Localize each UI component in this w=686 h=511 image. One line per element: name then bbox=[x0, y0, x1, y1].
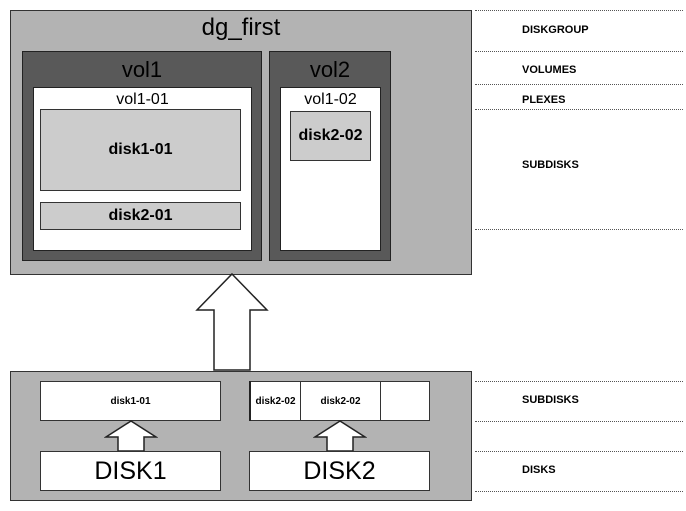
small-up-arrow-icon bbox=[104, 420, 158, 452]
physical-subdisk-disk2-02-a: disk2-02 bbox=[249, 381, 301, 421]
physical-subdisk-disk1-01: disk1-01 bbox=[40, 381, 221, 421]
layer-label-subdisks: SUBDISKS bbox=[522, 159, 579, 171]
diskgroup-title: dg_first bbox=[201, 14, 281, 41]
subdisk-disk2-02: disk2-02 bbox=[290, 111, 371, 161]
separator-line bbox=[475, 229, 683, 230]
volume-vol1-title: vol1 bbox=[121, 57, 163, 82]
disk-disk1: DISK1 bbox=[40, 451, 221, 491]
separator-line bbox=[475, 451, 683, 452]
big-up-arrow-icon bbox=[195, 272, 269, 371]
layer-label-diskgroup: DISKGROUP bbox=[522, 24, 589, 36]
layer-label-volumes: VOLUMES bbox=[522, 64, 577, 76]
small-up-arrow-icon bbox=[313, 420, 367, 452]
subdisk-disk1-01: disk1-01 bbox=[40, 109, 241, 191]
separator-line bbox=[475, 10, 683, 11]
physical-subdisk-disk2-02-b: disk2-02 bbox=[301, 381, 381, 421]
layer-label-plexes: PLEXES bbox=[522, 94, 566, 106]
layer-label-disks: DISKS bbox=[522, 464, 556, 476]
separator-line bbox=[475, 84, 683, 85]
plex-vol1-01-title: vol1-01 bbox=[116, 91, 169, 108]
separator-line bbox=[475, 421, 683, 422]
plex-vol1-02-title: vol1-02 bbox=[304, 91, 357, 108]
subdisk-disk2-01: disk2-01 bbox=[40, 202, 241, 230]
disk-disk2: DISK2 bbox=[249, 451, 430, 491]
separator-line bbox=[475, 491, 683, 492]
layer-label-subdisks: SUBDISKS bbox=[522, 394, 579, 406]
volume-vol2-title: vol2 bbox=[309, 57, 351, 82]
separator-line bbox=[475, 51, 683, 52]
separator-line bbox=[475, 381, 683, 382]
separator-line bbox=[475, 109, 683, 110]
